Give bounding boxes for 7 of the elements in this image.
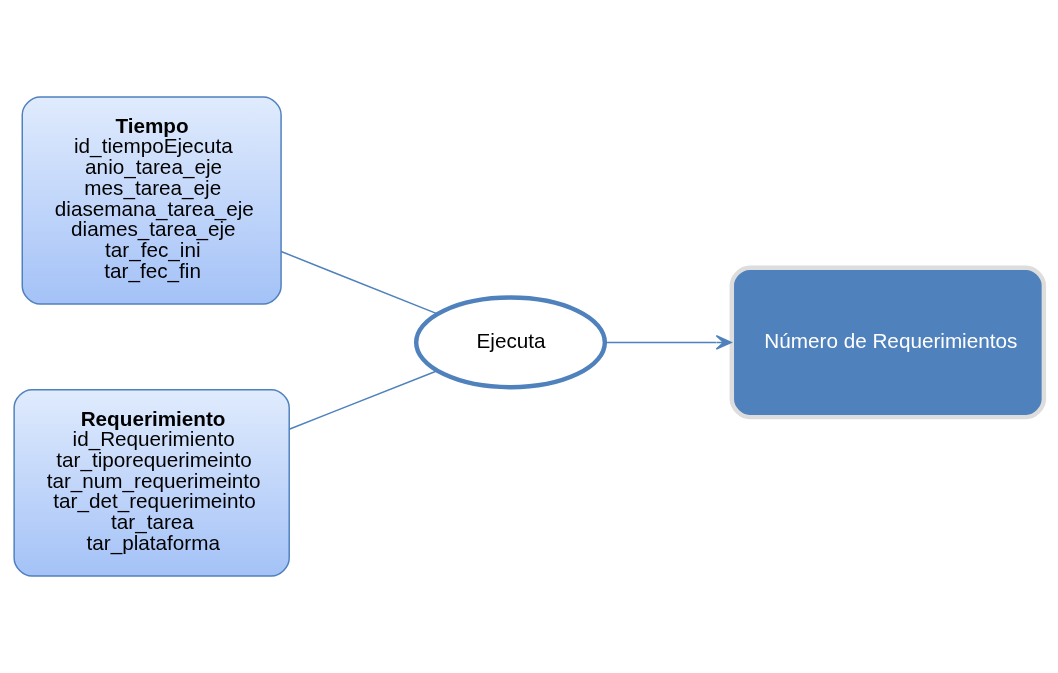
node-box: Requerimiento id_Requerimiento tar_tiporequerimeinto tar_num_requerimeinto tar_det_requerimeinto tar_tarea tar_plataforma — [13, 389, 290, 577]
connector — [288, 370, 439, 430]
node-ellipse: Ejecuta — [413, 295, 608, 390]
node-box: Tiempo id_tiempoEjecuta anio_tarea_eje mes_tarea_eje diasemana_tarea_eje diames_tarea_eje tar_fec_ini tar_fec_fin — [21, 96, 282, 305]
connector — [280, 250, 439, 315]
arrow — [604, 335, 732, 350]
node-box: Número de Requerimientos — [729, 265, 1047, 420]
